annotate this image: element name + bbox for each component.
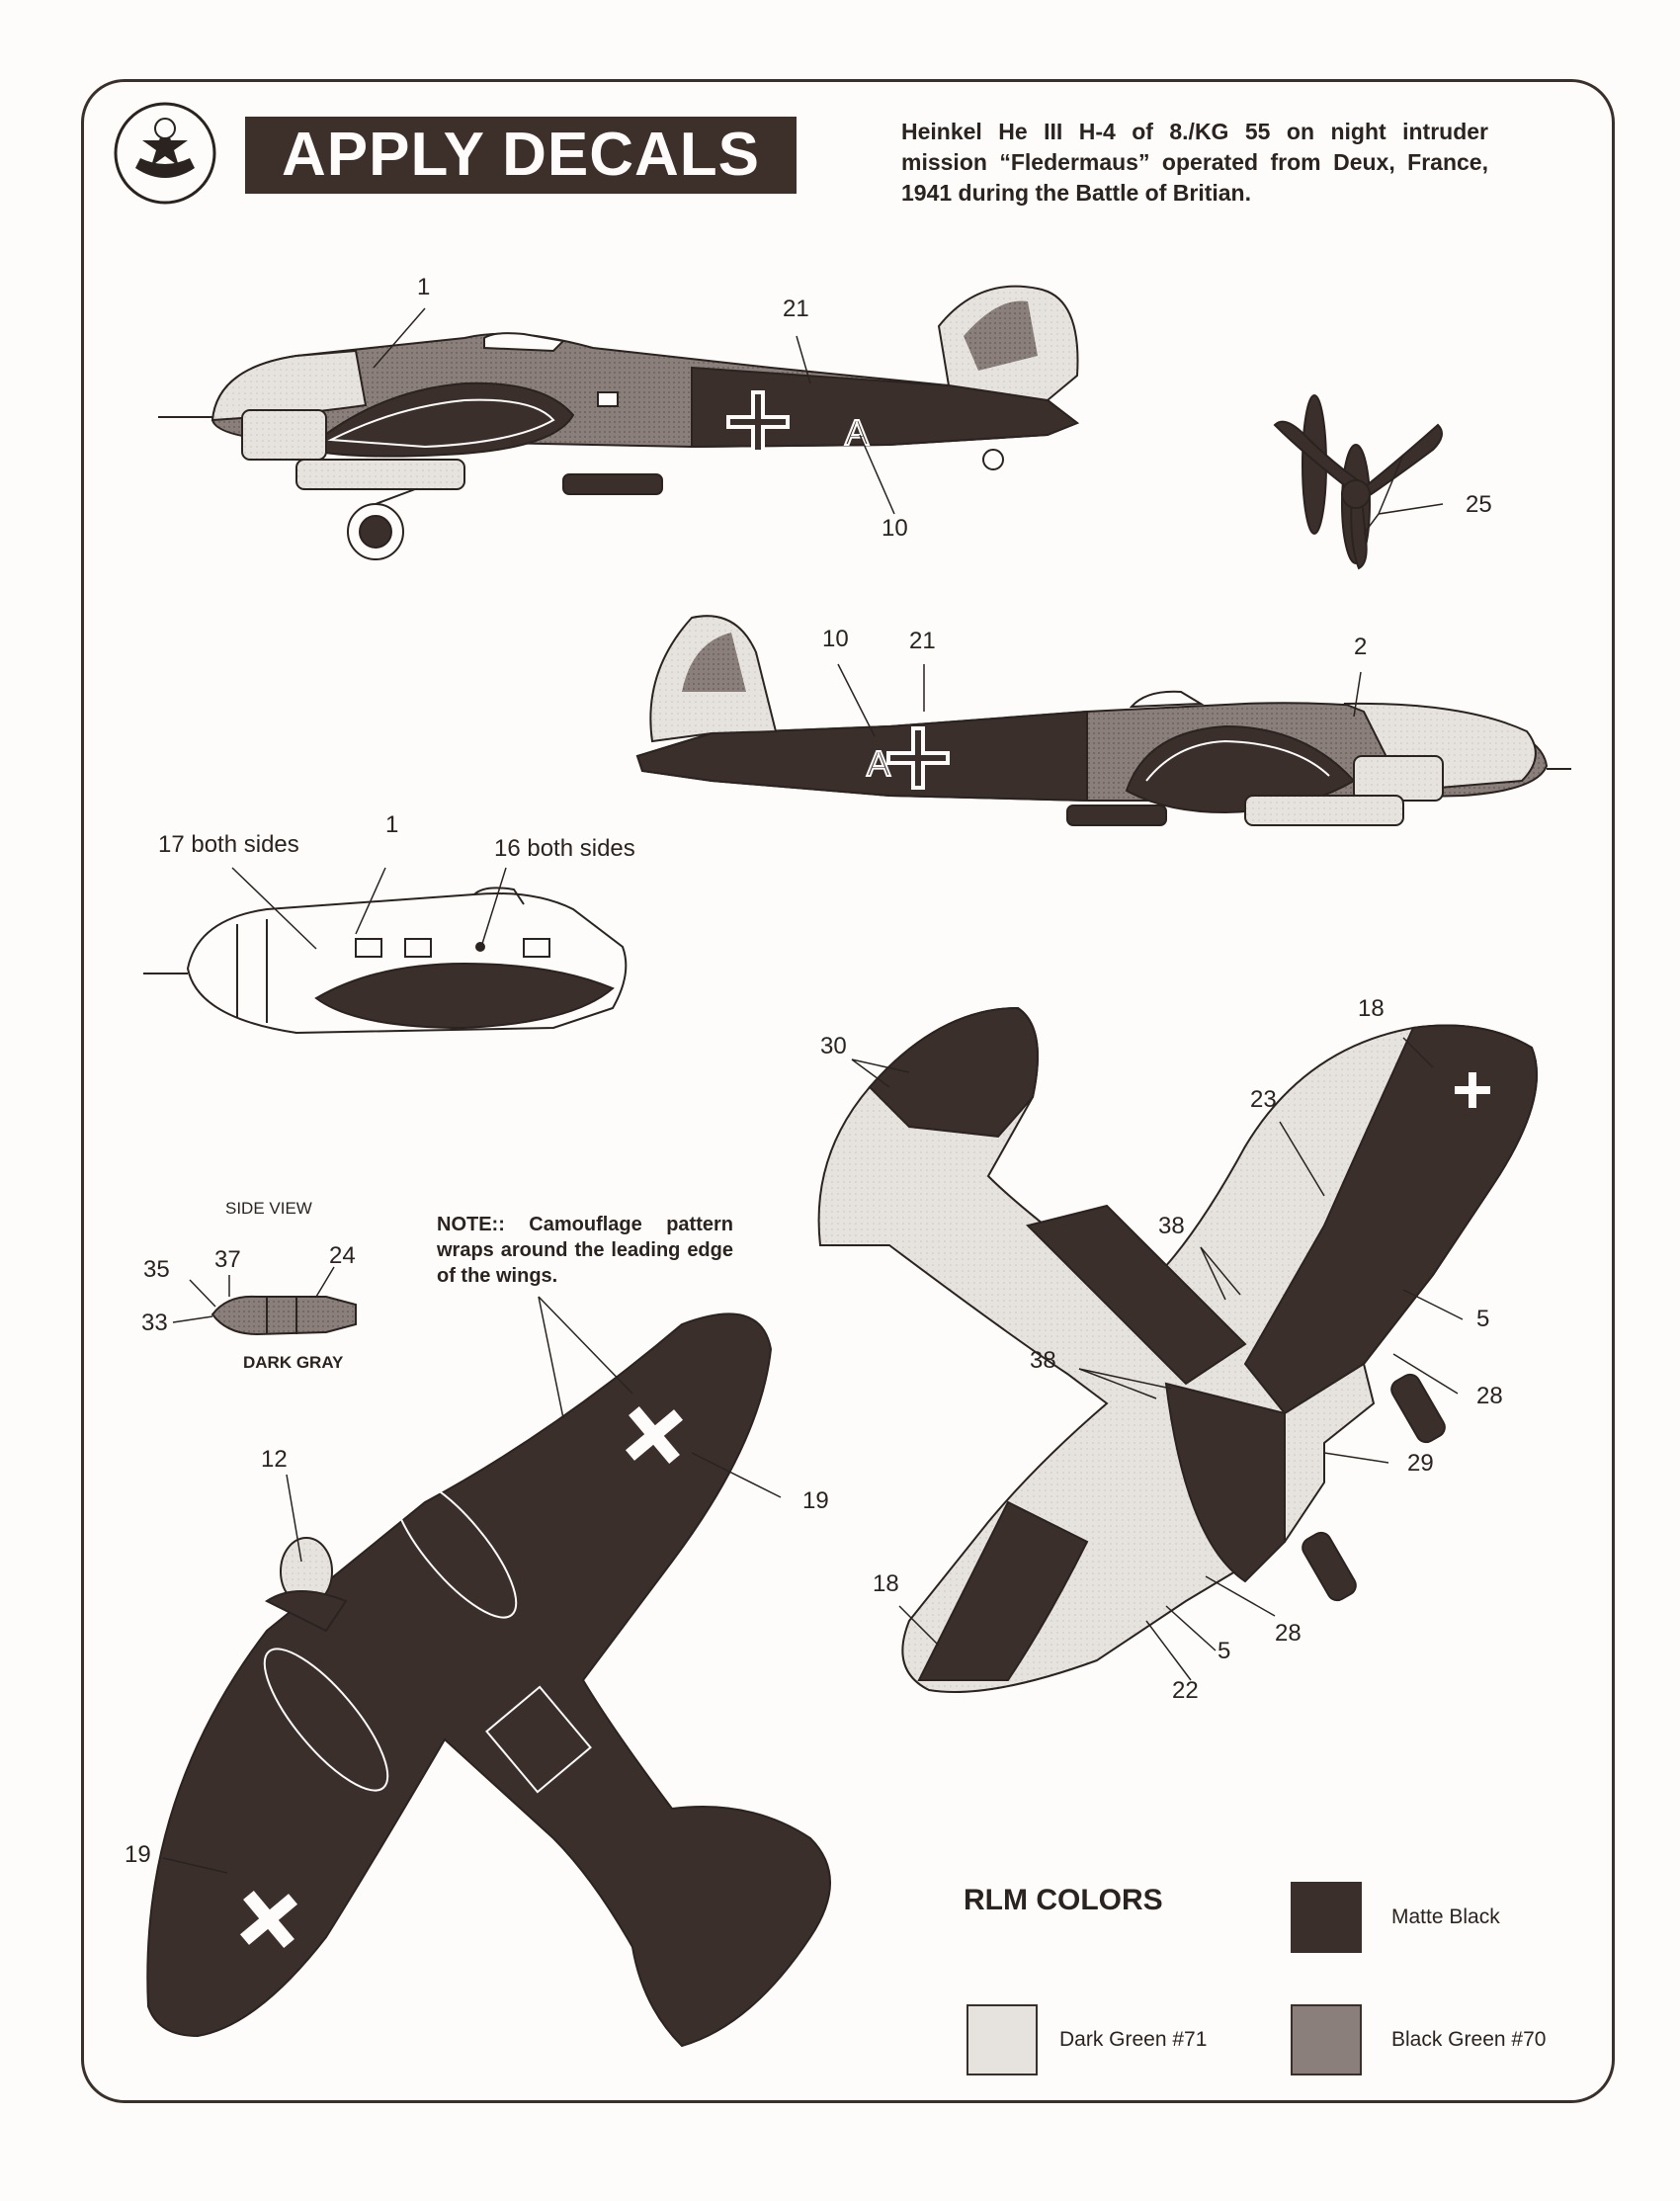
- callout-5-top: 5: [1476, 1306, 1490, 1332]
- rlm-colors-title: RLM COLORS: [964, 1884, 1163, 1916]
- callout-17-both-sides: 17 both sides: [158, 831, 299, 858]
- callout-23: 23: [1250, 1086, 1277, 1113]
- page-title: APPLY DECALS: [245, 117, 797, 194]
- underside-view-aircraft: [817, 1006, 1538, 1693]
- callout-1-nose: 1: [385, 811, 399, 838]
- callout-24: 24: [329, 1242, 356, 1269]
- bomb-side-view-title: SIDE VIEW: [225, 1199, 312, 1218]
- callout-25: 25: [1466, 491, 1492, 518]
- callout-2: 2: [1354, 634, 1368, 660]
- callout-18-lower: 18: [873, 1570, 899, 1597]
- callout-30: 30: [820, 1033, 847, 1059]
- callout-5-lower: 5: [1218, 1638, 1231, 1664]
- callout-38-top: 38: [1158, 1213, 1185, 1239]
- callout-35: 35: [143, 1256, 170, 1283]
- callout-18-top: 18: [1358, 995, 1385, 1022]
- side-view-upper: A: [158, 285, 1080, 560]
- callout-28-top: 28: [1476, 1383, 1503, 1409]
- propeller: [1273, 394, 1443, 570]
- bomb-side-view: [210, 1295, 357, 1336]
- aircraft-description: Heinkel He III H-4 of 8./KG 55 on night …: [901, 119, 1488, 206]
- callout-10-lower: 10: [822, 626, 849, 652]
- callout-38-lower: 38: [1030, 1347, 1056, 1374]
- callout-28-lower: 28: [1275, 1620, 1302, 1647]
- top-view-aircraft: [146, 1312, 831, 2048]
- callout-37: 37: [214, 1246, 241, 1273]
- callout-21-lower: 21: [909, 628, 936, 654]
- instruction-sheet-border: [81, 79, 1615, 2103]
- callout-19-left: 19: [125, 1841, 151, 1868]
- callout-21: 21: [783, 296, 809, 322]
- swatch-label-matte-black: Matte Black: [1391, 1905, 1500, 1928]
- camouflage-note: NOTE:: Camouflage pattern wraps around t…: [437, 1214, 733, 1287]
- svg-text:A: A: [867, 743, 890, 784]
- nose-detail-view: [143, 887, 628, 1035]
- callout-29: 29: [1407, 1450, 1434, 1477]
- bomb-color-label: DARK GRAY: [243, 1353, 344, 1372]
- callout-leaders: [162, 307, 1464, 1874]
- swatch-black-green: [1291, 2004, 1362, 2075]
- callout-10: 10: [882, 515, 908, 542]
- swatch-matte-black: [1291, 1882, 1362, 1953]
- swatch-label-black-green: Black Green #70: [1391, 2028, 1547, 2051]
- callout-19-right: 19: [802, 1487, 829, 1514]
- callout-22: 22: [1172, 1677, 1199, 1704]
- callout-1: 1: [417, 274, 431, 300]
- callout-12: 12: [261, 1446, 288, 1473]
- callout-33: 33: [141, 1310, 168, 1336]
- swatch-label-dark-green: Dark Green #71: [1059, 2028, 1208, 2051]
- swatch-dark-green: [966, 2004, 1038, 2075]
- callout-16-both-sides: 16 both sides: [494, 835, 635, 862]
- side-view-lower: A: [635, 615, 1571, 826]
- brand-logo: [114, 102, 216, 205]
